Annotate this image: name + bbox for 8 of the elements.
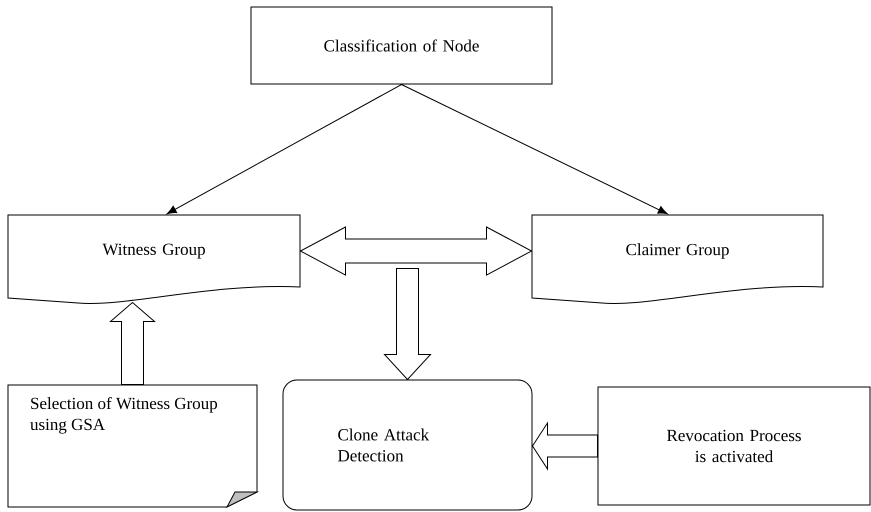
- rounded-box: Clone Attack Detection: [282, 380, 532, 510]
- arrow: [166, 84, 402, 214]
- block-arrow: [109, 302, 156, 385]
- process-box: Revocation Process is activated: [598, 386, 870, 506]
- arrow: [401, 84, 668, 214]
- block-arrow: [532, 421, 598, 471]
- process-box: Classification of Node: [250, 6, 552, 84]
- block-arrow: [383, 268, 432, 380]
